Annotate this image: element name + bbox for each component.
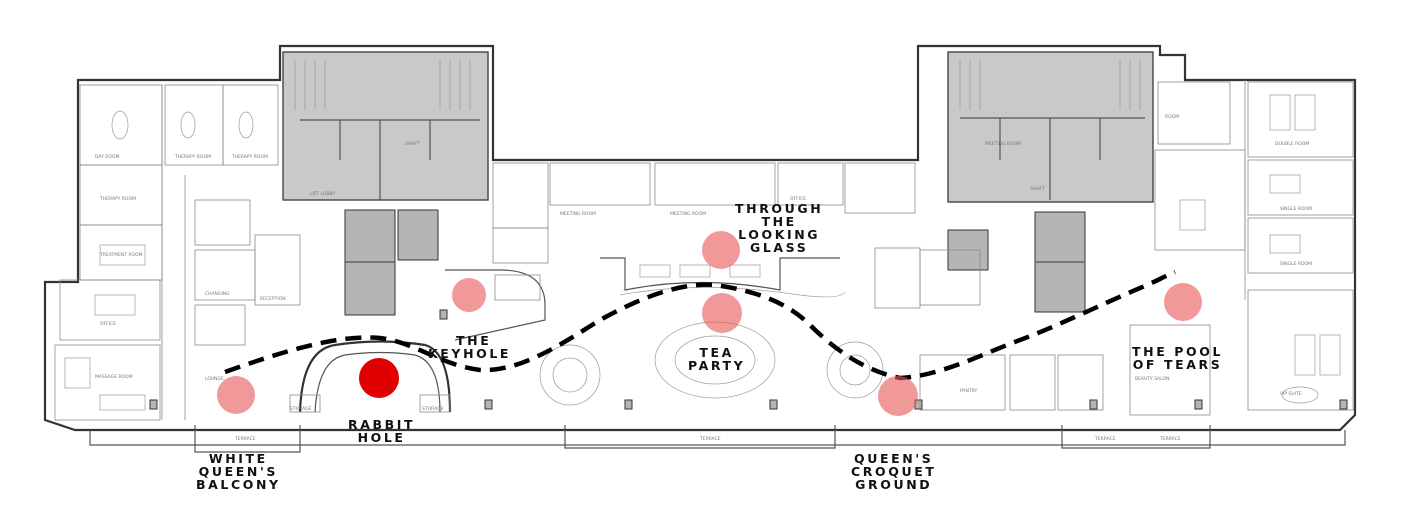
building-outline — [43, 44, 1357, 453]
label-the-keyhole: THE KEYHOLE — [428, 333, 512, 361]
svg-text:DAY ROOM: DAY ROOM — [95, 154, 120, 160]
svg-text:RECEPTION: RECEPTION — [260, 296, 286, 302]
spot-tea-party — [702, 293, 742, 333]
svg-text:LIFT LOBBY: LIFT LOBBY — [310, 191, 335, 197]
svg-text:BEAUTY SALON: BEAUTY SALON — [1135, 376, 1170, 382]
svg-text:TERRACE: TERRACE — [1159, 436, 1181, 442]
spot-looking-glass — [702, 231, 740, 269]
svg-text:MEETING ROOM: MEETING ROOM — [985, 141, 1021, 147]
svg-text:STORAGE: STORAGE — [422, 406, 444, 412]
label-the-pool-of-tears: THE POOL OF TEARS — [1132, 344, 1224, 372]
svg-text:TREATMENT ROOM: TREATMENT ROOM — [99, 252, 143, 258]
spot-rabbit-hole — [359, 358, 399, 398]
journey-route — [224, 269, 1176, 381]
svg-text:THERAPY ROOM: THERAPY ROOM — [231, 154, 268, 160]
svg-text:LOUNGE: LOUNGE — [205, 376, 224, 382]
svg-text:CHANGING: CHANGING — [205, 291, 230, 297]
svg-text:VIP SUITE: VIP SUITE — [1280, 391, 1302, 397]
spot-pool-of-tears — [1164, 283, 1202, 321]
svg-text:STORAGE: STORAGE — [290, 406, 312, 412]
right-core — [947, 51, 1154, 313]
svg-text:MEETING ROOM: MEETING ROOM — [670, 211, 706, 217]
svg-text:OFFICE: OFFICE — [100, 321, 116, 327]
svg-text:SINGLE ROOM: SINGLE ROOM — [1280, 206, 1312, 212]
label-white-queens-balcony: WHITE QUEEN'S BALCONY — [196, 451, 281, 492]
svg-text:DOUBLE ROOM: DOUBLE ROOM — [1275, 141, 1309, 147]
svg-text:SHAFT: SHAFT — [1030, 186, 1045, 192]
svg-text:SINGLE ROOM: SINGLE ROOM — [1280, 261, 1312, 267]
left-core — [282, 51, 489, 316]
svg-text:TERRACE: TERRACE — [234, 436, 256, 442]
svg-text:THERAPY ROOM: THERAPY ROOM — [174, 154, 211, 160]
label-rabbit-hole: RABBIT HOLE — [348, 417, 416, 445]
svg-text:THERAPY ROOM: THERAPY ROOM — [99, 196, 136, 202]
label-queens-croquet-ground: QUEEN'S CROQUET GROUND — [851, 451, 937, 492]
svg-text:SHAFT: SHAFT — [405, 141, 420, 147]
central-rooms — [149, 162, 1348, 413]
right-wing-rooms — [919, 80, 1354, 416]
svg-text:OFFICE: OFFICE — [790, 196, 806, 202]
svg-text:TERRACE: TERRACE — [699, 436, 721, 442]
spot-croquet — [878, 376, 918, 416]
svg-text:PANTRY: PANTRY — [960, 388, 977, 394]
spot-white-queen — [217, 376, 255, 414]
svg-text:MASSAGE ROOM: MASSAGE ROOM — [95, 374, 133, 380]
spot-keyhole — [452, 278, 486, 312]
room-annotations: DAY ROOM THERAPY ROOM THERAPY ROOM THERA… — [95, 114, 1312, 442]
label-tea-party: TEA PARTY — [688, 345, 746, 373]
label-through-the-looking-glass: THROUGH THE LOOKING GLASS — [735, 201, 824, 255]
svg-text:MEETING ROOM: MEETING ROOM — [560, 211, 596, 217]
svg-text:ROOM: ROOM — [1165, 114, 1179, 120]
left-wing-rooms — [54, 84, 301, 421]
svg-text:TERRACE: TERRACE — [1094, 436, 1116, 442]
